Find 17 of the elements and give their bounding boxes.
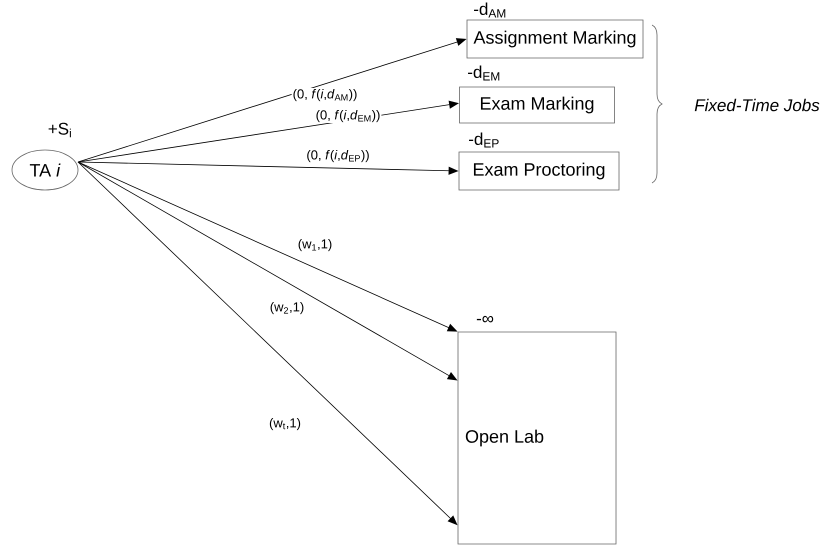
job-box: Open Lab [458,332,616,544]
value-label: -d$_{EP}$ [469,132,499,148]
edge-label: (0, f(i,d$_{EM}$)) [314,108,382,124]
value-label: -∞ [476,316,494,322]
value-label: -d$_{AM}$ [474,2,506,18]
edge-label: (0, f(i,d$_{AM}$)) [292,88,358,102]
value-label: +S$_{i}$ [48,122,71,138]
job-box: Exam Marking [459,86,615,124]
job-box: Exam Proctoring [458,152,620,190]
edge-label: (0, f(i,d$_{EP}$)) [305,148,371,164]
group-label: Fixed-Time Jobs [694,98,820,112]
edge-label: (w$_{2}$,1) [268,300,306,316]
edge-label: (w$_{1}$,1) [296,238,334,252]
edge-label: (w$_{t}$,1) [268,416,302,432]
job-box: Assignment Marking [466,20,644,58]
value-label: -d$_{EM}$ [468,66,500,80]
ellipse-node: TA i [12,150,78,190]
